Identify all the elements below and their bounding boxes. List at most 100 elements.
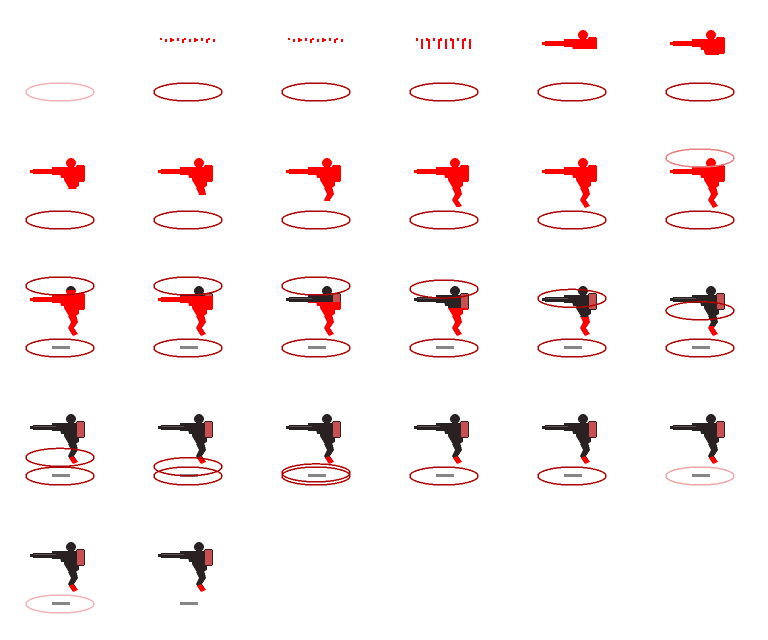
- rifle-highlight: [674, 426, 696, 427]
- sprite-frame: [128, 384, 256, 512]
- teleport-ring: [153, 210, 223, 230]
- teleport-ring: [537, 210, 607, 230]
- boot-glow: [453, 456, 462, 464]
- red-silhouette: [542, 30, 597, 49]
- teleport-ring: [153, 338, 223, 358]
- teleport-ring: [281, 82, 351, 102]
- teleport-ring: [665, 210, 735, 230]
- scan-ring: [537, 288, 607, 309]
- scan-ring: [153, 456, 223, 477]
- frame-canvas: [537, 414, 607, 486]
- frame-canvas: [665, 148, 735, 230]
- soldier-sprite: [30, 542, 85, 592]
- frame-canvas: [665, 414, 735, 486]
- frame-canvas: [281, 276, 351, 358]
- rifle-highlight: [546, 426, 568, 427]
- sprite-frame: [128, 128, 256, 256]
- ground-shadow: [308, 474, 326, 477]
- teleport-ring: [537, 82, 607, 102]
- rifle-highlight: [162, 426, 184, 427]
- frame-canvas: [281, 158, 351, 230]
- backpack: [205, 422, 212, 437]
- sprite-frame: [256, 384, 384, 512]
- scan-ring: [25, 447, 95, 468]
- rifle-highlight: [290, 426, 312, 427]
- rifle-highlight: [418, 426, 440, 427]
- soldier-sprite: [414, 286, 469, 308]
- sprite-frame: [0, 256, 128, 384]
- backpack: [77, 422, 84, 437]
- sprite-frame: [512, 384, 640, 512]
- frame-canvas: [153, 158, 223, 230]
- soldier-sprite: [286, 286, 341, 302]
- sprite-frame: [0, 128, 128, 256]
- frame-canvas: [25, 276, 95, 358]
- rifle-highlight: [546, 298, 568, 299]
- teleport-ring: [281, 466, 351, 486]
- sprite-frame: [256, 256, 384, 384]
- scan-ring: [281, 463, 351, 483]
- sprite-frame: [384, 128, 512, 256]
- teleport-ring: [281, 210, 351, 230]
- red-silhouette: [286, 158, 341, 201]
- backpack: [205, 294, 212, 296]
- sprite-frame: [640, 128, 768, 256]
- sprite-frame: [0, 512, 128, 640]
- red-silhouette: [414, 158, 469, 207]
- boot-glow: [325, 328, 334, 336]
- boot-glow: [69, 456, 78, 464]
- ground-shadow: [52, 474, 70, 477]
- backpack: [461, 294, 468, 308]
- frame-canvas: [25, 542, 95, 614]
- ground-shadow: [52, 602, 70, 605]
- teleport-ring: [665, 82, 735, 102]
- boot-glow: [709, 328, 718, 336]
- frame-canvas: [281, 38, 351, 102]
- boot-glow: [709, 456, 718, 464]
- boot-glow: [325, 456, 334, 464]
- boot-glow: [197, 584, 206, 592]
- teleport-ring: [25, 594, 95, 614]
- teleport-ring: [665, 338, 735, 358]
- sprite-frame: [640, 0, 768, 128]
- backpack: [77, 550, 84, 565]
- teleport-ring: [409, 82, 479, 102]
- soldier-sprite: [30, 414, 85, 460]
- frame-canvas: [537, 158, 607, 230]
- ground-shadow: [308, 346, 326, 349]
- frame-canvas: [25, 158, 95, 230]
- scan-ring: [665, 301, 735, 321]
- teleport-ring: [25, 210, 95, 230]
- sprite-frame: [512, 0, 640, 128]
- sprite-frame: [0, 0, 128, 128]
- sprite-frame: [128, 0, 256, 128]
- teleport-ring: [153, 82, 223, 102]
- soldier-sprite: [542, 414, 597, 464]
- frame-canvas: [158, 542, 213, 605]
- frame-canvas: [25, 82, 95, 102]
- teleport-ring: [537, 338, 607, 358]
- backpack: [333, 294, 340, 302]
- frame-canvas: [281, 414, 351, 486]
- rifle-highlight: [418, 298, 440, 299]
- teleport-ring: [153, 466, 223, 486]
- frame-canvas: [409, 279, 479, 358]
- rifle-highlight: [162, 554, 184, 555]
- red-silhouette: [670, 30, 725, 55]
- frame-canvas: [537, 286, 607, 358]
- ground-shadow: [692, 474, 710, 477]
- boot-glow: [581, 456, 590, 464]
- ground-shadow: [564, 474, 582, 477]
- scan-ring: [665, 148, 735, 168]
- ground-shadow: [180, 346, 198, 349]
- soldier-sprite: [670, 414, 725, 464]
- boot-glow: [69, 328, 78, 336]
- red-silhouette: [30, 158, 85, 189]
- soldier-sprite: [670, 286, 725, 326]
- boot-glow: [69, 584, 78, 592]
- boot-glow: [197, 328, 206, 336]
- frame-canvas: [409, 38, 479, 102]
- soldier-sprite: [66, 286, 76, 290]
- spark-particles: [160, 38, 215, 43]
- spark-particles: [288, 38, 343, 43]
